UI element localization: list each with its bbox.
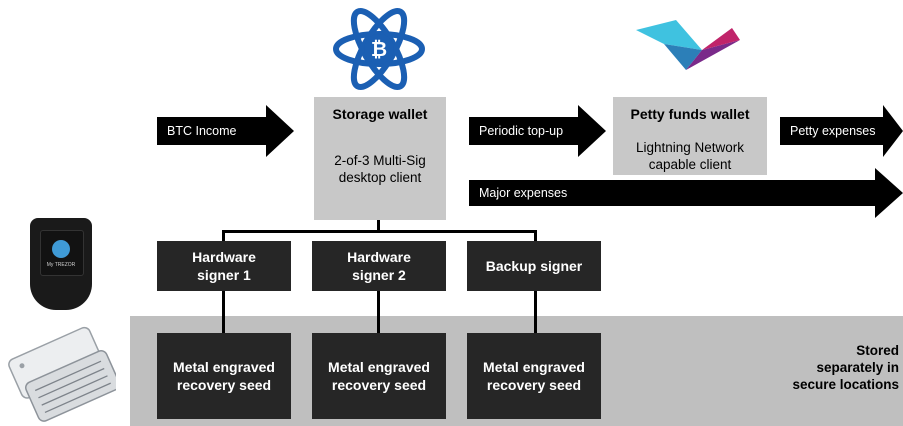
hardware-signer-2-box: Hardware signer 2 xyxy=(312,241,446,291)
lock-icon xyxy=(52,240,70,258)
petty-expenses-label: Petty expenses xyxy=(790,124,876,138)
storage-wallet-desc-line1: 2-of-3 Multi-Sig xyxy=(334,153,426,168)
hardware-signer-2-line2: signer 2 xyxy=(352,267,406,283)
connector-line xyxy=(222,290,225,334)
petty-expenses-arrow: Petty expenses xyxy=(780,105,903,157)
btc-income-arrow: BTC Income xyxy=(157,105,294,157)
stored-line3: secure locations xyxy=(792,377,899,392)
stored-separately-label: Stored separately in secure locations xyxy=(759,342,899,393)
recovery-seed-2-line1: Metal engraved xyxy=(328,359,430,375)
recovery-seed-1-line2: recovery seed xyxy=(176,377,272,393)
petty-wallet-desc-line1: Lightning Network xyxy=(635,140,745,155)
connector-line xyxy=(534,230,537,242)
periodic-topup-arrow: Periodic top-up xyxy=(469,105,606,157)
connector-line xyxy=(222,230,225,242)
lightning-logo-icon xyxy=(636,20,740,70)
storage-wallet-title: Storage wallet xyxy=(332,106,428,122)
hardware-signer-2-line1: Hardware xyxy=(347,249,411,265)
recovery-seed-3-line2: recovery seed xyxy=(486,377,582,393)
recovery-seed-1-line1: Metal engraved xyxy=(173,359,275,375)
metal-seed-plate-icon xyxy=(8,326,116,422)
petty-funds-wallet-box: Petty funds wallet Lightning Network cap… xyxy=(613,97,767,175)
stored-line2: separately in xyxy=(816,360,899,375)
periodic-topup-label: Periodic top-up xyxy=(479,124,564,138)
storage-wallet-box: Storage wallet 2-of-3 Multi-Sig desktop … xyxy=(314,97,446,220)
connector-line xyxy=(222,230,537,233)
backup-signer-box: Backup signer xyxy=(467,241,601,291)
recovery-seed-1-box: Metal engraved recovery seed xyxy=(157,333,291,419)
connector-line xyxy=(377,220,380,232)
connector-line xyxy=(534,290,537,334)
btc-income-label: BTC Income xyxy=(167,124,237,138)
petty-wallet-desc-line2: capable client xyxy=(648,157,732,172)
storage-wallet-desc-line2: desktop client xyxy=(338,170,422,185)
recovery-seed-3-line1: Metal engraved xyxy=(483,359,585,375)
hardware-signer-1-line1: Hardware xyxy=(192,249,256,265)
recovery-seed-2-line2: recovery seed xyxy=(331,377,427,393)
hardware-signer-1-line2: signer 1 xyxy=(197,267,251,283)
major-expenses-arrow: Major expenses xyxy=(469,168,903,218)
stored-line1: Stored xyxy=(856,343,899,358)
connector-line xyxy=(377,290,380,334)
backup-signer-label: Backup signer xyxy=(485,258,583,274)
trezor-screen-label: My TREZOR xyxy=(46,262,76,268)
recovery-seed-2-box: Metal engraved recovery seed xyxy=(312,333,446,419)
major-expenses-label: Major expenses xyxy=(479,186,568,200)
hardware-signer-1-box: Hardware signer 1 xyxy=(157,241,291,291)
electrum-logo-icon: ₿ xyxy=(333,8,425,90)
bitcoin-glyph-icon: ₿ xyxy=(371,37,387,61)
petty-wallet-title: Petty funds wallet xyxy=(630,106,750,122)
recovery-seed-3-box: Metal engraved recovery seed xyxy=(467,333,601,419)
